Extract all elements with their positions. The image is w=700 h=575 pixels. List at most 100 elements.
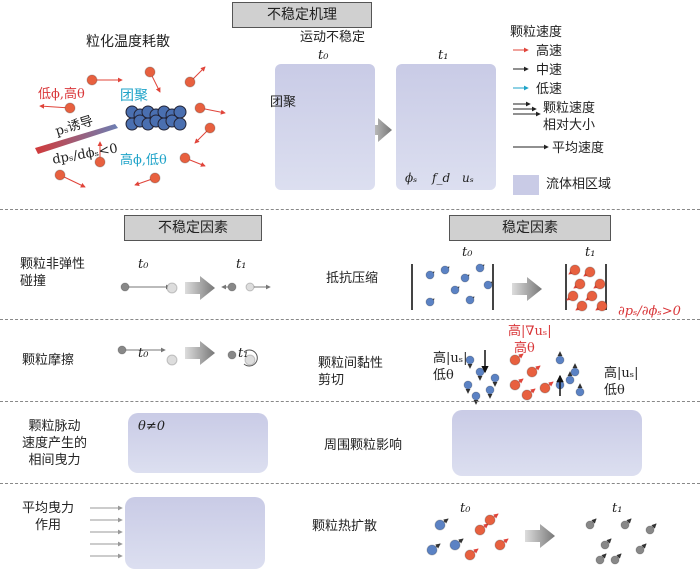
row1-right-t1: t₁ bbox=[585, 245, 596, 260]
row4-left-label: 平均曳力 作用 bbox=[22, 501, 75, 533]
velocity-arrow bbox=[39, 103, 71, 109]
row2-left-label: 颗粒摩擦 bbox=[22, 353, 75, 368]
row3-fluid-panel bbox=[128, 413, 268, 473]
particle bbox=[425, 297, 435, 307]
particle bbox=[509, 354, 521, 366]
particle bbox=[475, 263, 485, 273]
particle bbox=[450, 285, 460, 295]
divider bbox=[0, 483, 700, 484]
particle bbox=[204, 122, 216, 134]
particle bbox=[86, 74, 98, 86]
header-unstable-factors: 不稳定因素 bbox=[124, 215, 262, 241]
particle bbox=[465, 355, 475, 365]
ps-induced-arrow bbox=[35, 124, 118, 154]
particle bbox=[120, 282, 130, 292]
row3-flow-panel bbox=[452, 410, 642, 476]
transition-arrow bbox=[185, 341, 215, 365]
particle bbox=[585, 520, 595, 530]
divider bbox=[0, 401, 700, 402]
particle bbox=[575, 387, 585, 397]
particle bbox=[570, 367, 580, 377]
fluid-panel-t0 bbox=[275, 64, 375, 190]
header-stable-factors: 稳定因素 bbox=[449, 215, 611, 241]
particle bbox=[117, 345, 127, 355]
particle bbox=[620, 520, 630, 530]
particle bbox=[521, 389, 533, 401]
legend-high: 高速 bbox=[536, 44, 563, 59]
legend-title: 颗粒速度 bbox=[510, 25, 563, 40]
particle bbox=[635, 545, 645, 555]
row2-high-grad: 高|∇uₛ| bbox=[508, 324, 552, 339]
legend-relative-2: 相对大小 bbox=[543, 118, 596, 133]
particle bbox=[494, 539, 506, 551]
particle bbox=[565, 375, 575, 385]
transition-arrow bbox=[185, 276, 215, 300]
row2-left-note-1: 高|uₛ| bbox=[433, 351, 468, 366]
particle bbox=[149, 172, 161, 184]
particle bbox=[54, 169, 66, 181]
particle bbox=[440, 265, 450, 275]
cluster-label-2: 团聚 bbox=[270, 95, 297, 110]
row3-left-label: 颗粒脉动 速度产生的 相间曳力 bbox=[22, 419, 88, 468]
row2-left-note-2: 低θ bbox=[433, 368, 454, 383]
particle bbox=[449, 539, 461, 551]
row4-fluid-panel bbox=[125, 497, 265, 569]
row2-t1: t₁ bbox=[238, 346, 249, 361]
rotation-icon bbox=[243, 349, 258, 367]
particle bbox=[194, 102, 206, 114]
legend-fluid: 流体相区域 bbox=[546, 177, 612, 192]
particle bbox=[569, 264, 581, 276]
particle bbox=[434, 519, 446, 531]
granular-temp-title: 粒化温度耗散 bbox=[86, 34, 170, 50]
particle bbox=[227, 350, 237, 360]
particle bbox=[94, 156, 106, 168]
row2-right-note-2: 低θ bbox=[604, 383, 625, 398]
particle bbox=[474, 524, 486, 536]
particle bbox=[483, 280, 493, 290]
particle bbox=[471, 391, 481, 401]
transition-arrow bbox=[365, 118, 392, 142]
row3-right-label: 周围颗粒影响 bbox=[324, 438, 403, 453]
transition-arrow bbox=[525, 524, 555, 548]
particle bbox=[425, 270, 435, 280]
row1-t0: t₀ bbox=[138, 257, 149, 272]
particle bbox=[586, 290, 598, 302]
legend-mid: 中速 bbox=[536, 63, 563, 78]
phi-s-label: ϕₛ bbox=[405, 171, 418, 185]
particle bbox=[166, 354, 178, 366]
particle bbox=[179, 152, 191, 164]
particle bbox=[576, 300, 588, 312]
particle bbox=[539, 382, 551, 394]
particle bbox=[596, 300, 608, 312]
transition-arrow bbox=[512, 277, 542, 301]
particle bbox=[184, 76, 196, 88]
particle bbox=[645, 525, 655, 535]
t0-label: t₀ bbox=[318, 48, 329, 63]
particle bbox=[244, 354, 256, 366]
row1-left-label: 颗粒非弹性 碰撞 bbox=[20, 257, 86, 289]
legend-mean: 平均速度 bbox=[552, 141, 605, 156]
particle bbox=[584, 266, 596, 278]
t1-label: t₁ bbox=[438, 48, 449, 63]
particle bbox=[594, 278, 606, 290]
particle bbox=[490, 373, 500, 383]
row4-t0: t₀ bbox=[460, 501, 471, 516]
high-phi-low-theta: 高ϕ,低θ bbox=[120, 153, 167, 168]
cluster-label: 团聚 bbox=[120, 88, 148, 104]
particle bbox=[475, 367, 485, 377]
particle bbox=[245, 282, 255, 292]
row1-right-label: 抵抗压缩 bbox=[326, 271, 379, 286]
legend-relative-1: 颗粒速度 bbox=[543, 101, 596, 116]
cluster-particle bbox=[173, 117, 187, 131]
particle bbox=[463, 380, 473, 390]
particle bbox=[64, 102, 76, 114]
particle bbox=[485, 385, 495, 395]
divider bbox=[0, 209, 700, 210]
particle bbox=[465, 295, 475, 305]
legend-fluid-swatch bbox=[513, 175, 539, 195]
row2-high-theta: 高θ bbox=[514, 341, 535, 356]
legend-low: 低速 bbox=[536, 82, 563, 97]
fluid-panel-t1 bbox=[396, 64, 496, 190]
row4-t1: t₁ bbox=[612, 501, 623, 516]
